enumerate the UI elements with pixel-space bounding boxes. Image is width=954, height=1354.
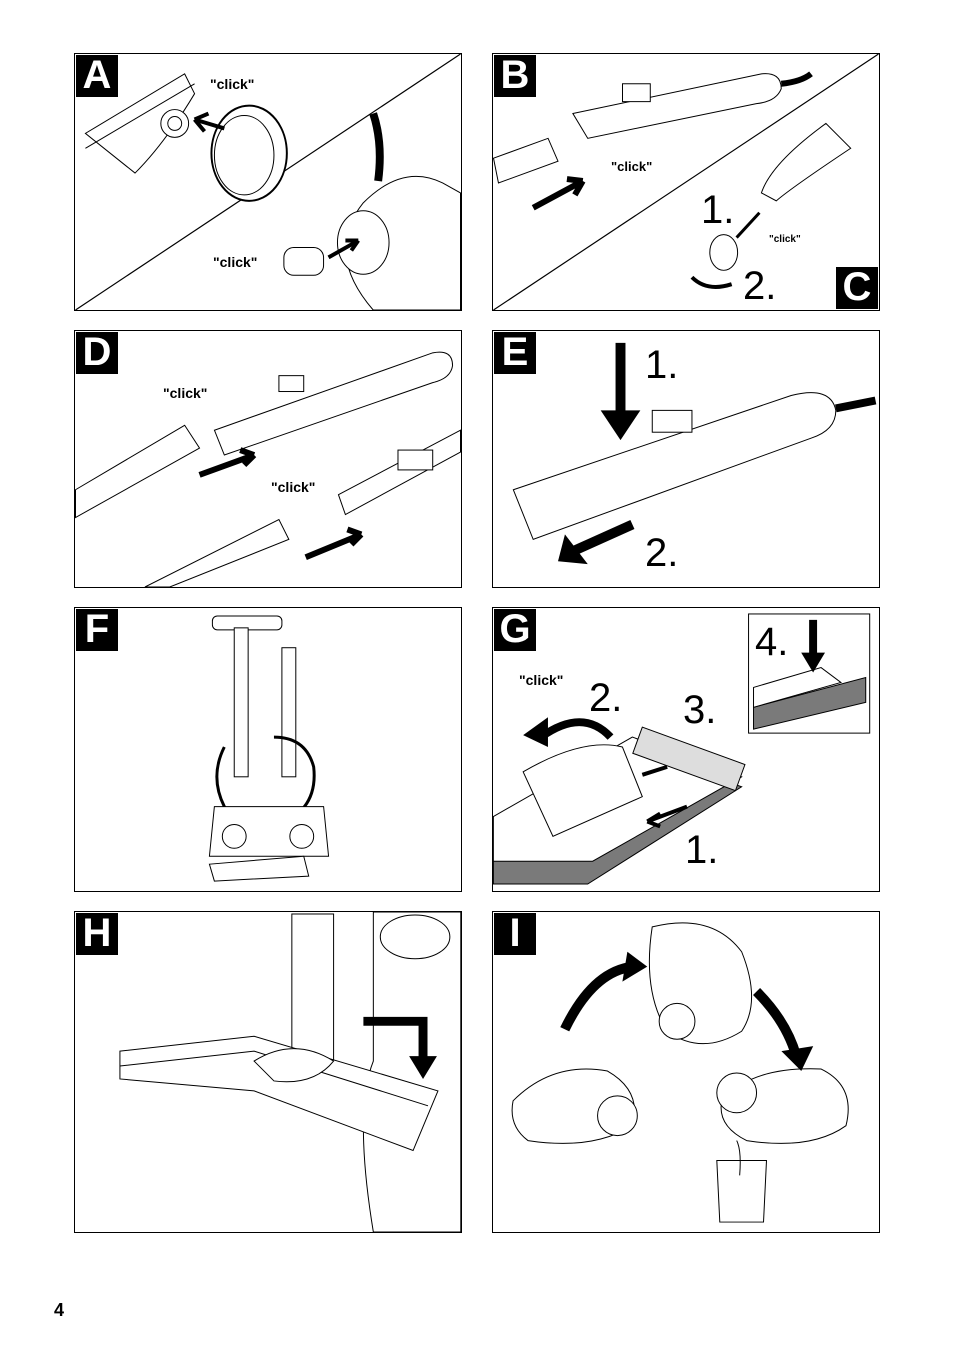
panel-i: I (492, 911, 880, 1233)
illustration-filter-insertion (75, 54, 461, 310)
illustration-floor-nozzle-cloth (493, 613, 871, 885)
illustration-nozzle-parking (119, 912, 461, 1232)
click-label: "click" (163, 385, 208, 401)
panel-label: G (494, 609, 536, 651)
panel-g: G "click" 1. 2. 3. 4. (492, 607, 880, 892)
step-1: 1. (645, 343, 679, 387)
panel-label: E (494, 332, 536, 374)
panel-label: I (494, 913, 536, 955)
illustration-tube-connection (75, 351, 461, 587)
click-label: "click" (210, 76, 255, 92)
illustration-emptying-water (511, 922, 849, 1223)
illustration-handle-extension (493, 54, 879, 310)
panel-f: F (74, 607, 462, 892)
panel-h: H (74, 911, 462, 1233)
panel-label-c: C (836, 267, 878, 309)
click-label: "click" (271, 479, 316, 495)
click-label: "click" (769, 234, 801, 245)
click-label: "click" (213, 254, 258, 270)
step-1: 1. (685, 828, 719, 872)
panel-label: D (76, 332, 118, 374)
step-1: 1. (701, 188, 735, 232)
panel-label: F (76, 609, 118, 651)
panel-label: A (76, 55, 118, 97)
page-number: 4 (54, 1300, 65, 1320)
panel-label: H (76, 913, 118, 955)
panel-a: A "click" "click" (74, 53, 462, 311)
illustration-release-button (512, 342, 877, 565)
click-label: "click" (611, 159, 653, 174)
panel-b: B C "click" "click" 1. 2. (492, 53, 880, 311)
panel-e: E 1. 2. (492, 330, 880, 588)
step-2: 2. (645, 531, 679, 575)
illustration-accessory-storage (208, 615, 330, 882)
click-label: "click" (519, 672, 564, 688)
step-4: 4. (755, 620, 789, 664)
panel-label: B (494, 55, 536, 97)
panel-d: D "click" "click" (74, 330, 462, 588)
step-2: 2. (743, 264, 777, 308)
step-3: 3. (683, 688, 717, 732)
step-2: 2. (589, 676, 623, 720)
